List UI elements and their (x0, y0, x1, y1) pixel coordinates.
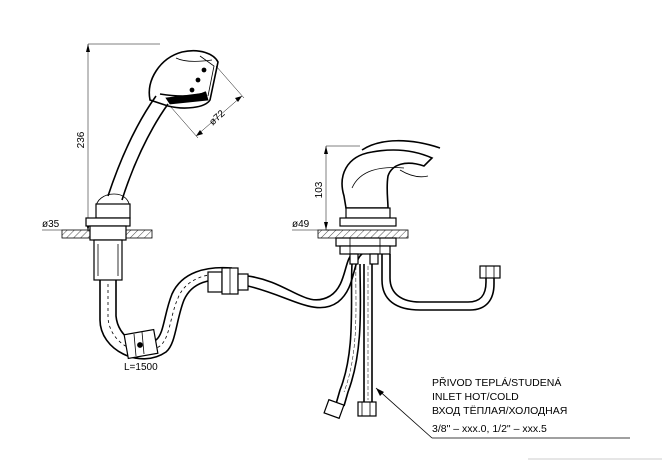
faucet-body (339, 139, 441, 227)
shower-handle (95, 95, 169, 219)
hose-length-label: L=1500 (124, 362, 158, 373)
connecting-hose-inner (247, 253, 363, 309)
leader-line (375, 387, 433, 439)
hand-shower-base: ø35 (42, 217, 153, 281)
note-line-sizes: 3/8" – xxx.0, 1/2" – xxx.5 (432, 423, 547, 435)
dim-label-49: ø49 (292, 219, 310, 230)
inlet-note: PŘIVOD TEPLÁ/STUDENÁ INLET HOT/COLD ВХОД… (375, 376, 630, 439)
faucet-deck: ø49 (292, 219, 409, 255)
note-line-en: INLET HOT/COLD (432, 391, 519, 403)
connecting-hose-outer (247, 253, 353, 301)
hand-shower: 236 ø72 ø35 (42, 43, 363, 373)
dim-label-103: 103 (314, 181, 325, 198)
dim-label-35: ø35 (42, 219, 60, 230)
shower-hose: L=1500 (99, 266, 233, 373)
note-line-cz: PŘIVOD TEPLÁ/STUDENÁ (432, 376, 561, 389)
note-line-ru: ВХОД ТЁПЛАЯ/ХОЛОДНАЯ (432, 405, 567, 417)
basin-faucet: 103 ø49 (292, 139, 501, 420)
shower-head (148, 49, 219, 109)
outlet-pipe (381, 254, 501, 311)
supply-tubes (323, 253, 379, 420)
dim-label-236: 236 (76, 131, 87, 148)
hose-coupling (207, 267, 249, 295)
